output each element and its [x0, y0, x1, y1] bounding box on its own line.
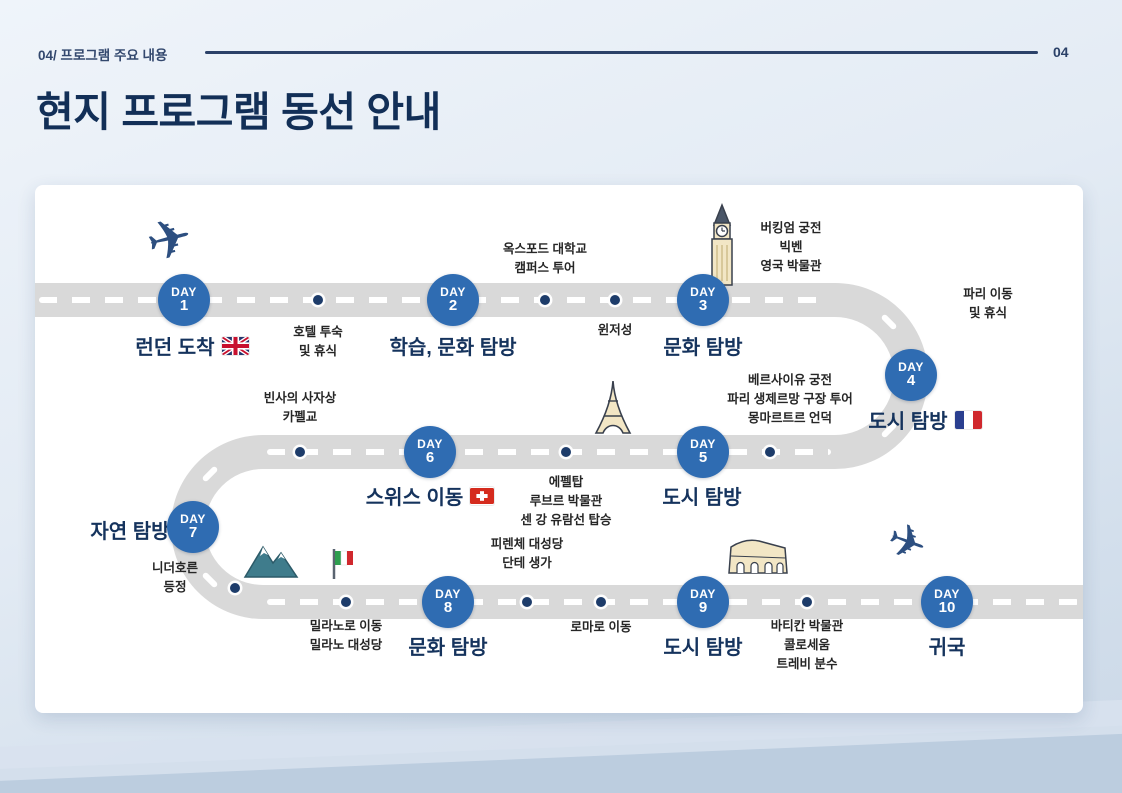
waypoint-label-milan: 밀라노로 이동 밀라노 대성당 — [309, 619, 383, 652]
day-number: 10 — [938, 599, 956, 617]
day-5-title: 도시 탐방 — [617, 481, 787, 510]
day-3-title: 문화 탐방 — [618, 331, 788, 360]
day-6-title: 스위스 이동 — [340, 481, 520, 510]
day-9-title: 도시 탐방 — [618, 631, 788, 660]
day-10-title: 귀국 — [877, 631, 1017, 660]
waypoint-dot — [540, 295, 550, 305]
waypoint-label-buckingham: 버킹엄 궁전 빅벤 영국 박물관 — [760, 221, 822, 273]
eiffel-tower-icon — [594, 380, 632, 434]
day-title-text: 학습, 문화 탐방 — [389, 337, 517, 359]
waypoint-label-florence: 피렌체 대성당 단테 생가 — [490, 537, 564, 570]
day-number: 2 — [448, 297, 458, 315]
day-title-text: 귀국 — [928, 637, 966, 659]
france-flag-icon — [954, 410, 982, 429]
day-word: DAY — [417, 436, 443, 451]
day-6-marker: DAY 6 — [404, 426, 456, 478]
day-8-title: 문화 탐방 — [363, 631, 533, 660]
day-title-text: 문화 탐방 — [408, 637, 488, 659]
day-number: 3 — [698, 297, 708, 315]
day-title-text: 도시 탐방 — [868, 411, 948, 433]
page-number: 04 — [1053, 44, 1069, 60]
day-title-text: 자연 탐방 — [90, 521, 170, 543]
day-word: DAY — [690, 284, 716, 299]
waypoint-dot — [313, 295, 323, 305]
day-word: DAY — [440, 284, 466, 299]
waypoint-dot — [295, 447, 305, 457]
airplane-glyph: ✈ — [139, 203, 200, 276]
day-word: DAY — [690, 586, 716, 601]
waypoint-label-rome: 로마로 이동 — [570, 620, 632, 634]
breadcrumb: 04/ 프로그램 주요 내용 — [38, 48, 168, 63]
day-word: DAY — [898, 359, 924, 374]
waypoint-dot — [341, 597, 351, 607]
day-2-marker: DAY 2 — [427, 274, 479, 326]
day-title-text: 문화 탐방 — [663, 337, 743, 359]
day-8-marker: DAY 8 — [422, 576, 474, 628]
day-word: DAY — [934, 586, 960, 601]
day-1-marker: DAY 1 — [158, 274, 210, 326]
day-7-marker: DAY 7 — [167, 501, 219, 553]
waypoint-label-versailles: 베르사이유 궁전 파리 생제르망 구장 투어 몽마르트르 언덕 — [727, 373, 853, 425]
switzerland-flag-icon — [470, 487, 495, 504]
waypoint-label-niederhorn: 니더호른 등정 — [151, 561, 198, 594]
mountain-icon — [243, 545, 299, 578]
day-10-marker: DAY 10 — [921, 576, 973, 628]
airplane-glyph: ✈ — [879, 510, 935, 574]
day-number: 8 — [443, 599, 453, 617]
waypoint-label-oxford: 옥스포드 대학교 캠퍼스 투어 — [503, 242, 587, 275]
waypoint-label-vatican: 바티칸 박물관 콜로세움 트레비 분수 — [770, 619, 844, 671]
day-9-marker: DAY 9 — [677, 576, 729, 628]
colosseum-icon — [728, 539, 788, 574]
road-dashes — [267, 599, 1079, 605]
page-title: 현지 프로그램 동선 안내 — [36, 89, 441, 135]
airplane-arrival-icon: ✈ — [880, 510, 935, 574]
uk-flag-icon — [221, 336, 249, 355]
waypoint-dot — [522, 597, 532, 607]
day-title-text: 도시 탐방 — [663, 637, 743, 659]
day-word: DAY — [180, 511, 206, 526]
waypoint-dot — [596, 597, 606, 607]
day-title-text: 도시 탐방 — [662, 487, 742, 509]
waypoint-dot — [610, 295, 620, 305]
day-word: DAY — [435, 586, 461, 601]
day-5-marker: DAY 5 — [677, 426, 729, 478]
waypoint-label-lion: 빈사의 사자상 카펠교 — [263, 391, 337, 424]
waypoint-dot — [230, 583, 240, 593]
waypoint-label-paris-move: 파리 이동 및 휴식 — [963, 287, 1013, 320]
day-number: 1 — [179, 297, 189, 315]
day-title-text: 런던 도착 — [135, 337, 215, 359]
italy-flag-icon — [332, 549, 353, 579]
day-number: 7 — [188, 524, 198, 542]
day-number: 6 — [425, 449, 435, 467]
day-3-marker: DAY 3 — [677, 274, 729, 326]
day-2-title: 학습, 문화 탐방 — [368, 331, 538, 360]
day-word: DAY — [171, 284, 197, 299]
waypoint-label-hotel: 호텔 투숙 및 휴식 — [293, 325, 343, 358]
day-1-title: 런던 도착 — [107, 331, 277, 360]
waypoint-dot — [561, 447, 571, 457]
waypoint-label-eiffel: 에펠탑 루브르 박물관 센 강 유람선 탑승 — [520, 475, 612, 527]
road-dashes — [267, 449, 831, 455]
waypoint-dot — [765, 447, 775, 457]
airplane-departure-icon: ✈ — [140, 203, 199, 275]
day-4-marker: DAY 4 — [885, 349, 937, 401]
day-7-title: 자연 탐방 — [70, 515, 190, 544]
waypoint-label-windsor: 윈저성 — [597, 323, 633, 337]
route-map-card: ✈ ✈ — [35, 185, 1083, 713]
day-number: 4 — [906, 372, 916, 390]
day-word: DAY — [690, 436, 716, 451]
day-number: 5 — [698, 449, 708, 467]
header-divider — [205, 51, 1038, 54]
day-4-title: 도시 탐방 — [835, 405, 1015, 434]
day-title-text: 스위스 이동 — [365, 487, 464, 509]
waypoint-dot — [802, 597, 812, 607]
day-number: 9 — [698, 599, 708, 617]
